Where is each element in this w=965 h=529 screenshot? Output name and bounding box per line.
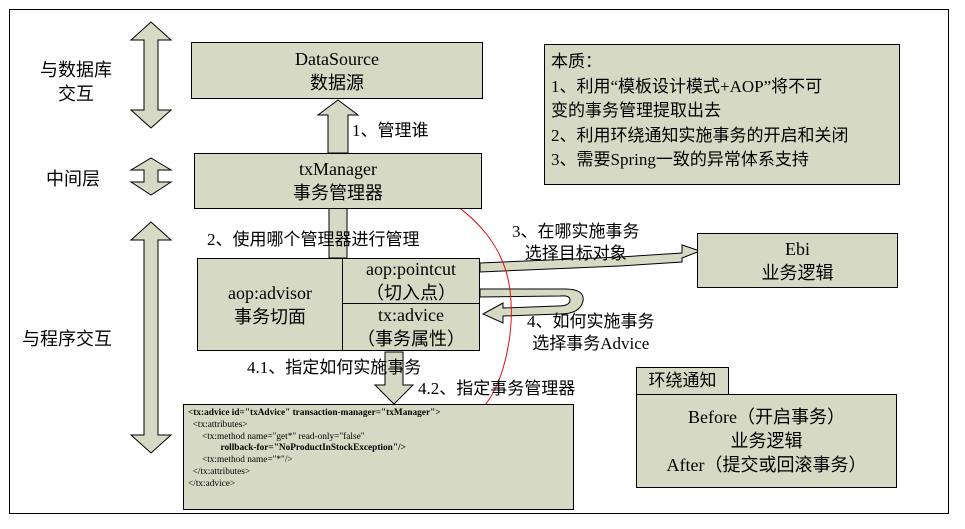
tx-advice-box: tx:advice （事务属性）	[342, 303, 480, 351]
program-label: 与程序交互	[22, 329, 112, 349]
aop-pointcut-subtitle: （切入点）	[366, 283, 456, 303]
around-advice-tab-label: 环绕通知	[648, 371, 717, 390]
specify-how-arrow	[373, 351, 415, 405]
code-line: <tx:advice id="txAdvice" transaction-man…	[188, 408, 441, 418]
aop-advisor-box: aop:advisor 事务切面	[197, 258, 343, 351]
specify-manager-label: 4.2、指定事务管理器	[418, 379, 576, 398]
txmanager-box: txManager 事务管理器	[194, 153, 482, 209]
essence-line: 2、利用环绕通知实施事务的开启和关闭	[551, 125, 849, 145]
how-tx-label: 4、如何实施事务 选择事务Advice	[527, 311, 655, 355]
aop-pointcut-box: aop:pointcut （切入点）	[342, 258, 480, 304]
how-tx-label-line1: 4、如何实施事务	[527, 312, 655, 331]
specify-how-label: 4.1、指定如何实施事务	[247, 358, 422, 377]
aop-advisor-title: aop:advisor	[228, 282, 312, 303]
which-manager-label: 2、使用哪个管理器进行管理	[207, 230, 420, 249]
around-advice-tab: 环绕通知	[636, 367, 729, 395]
program-double-arrow	[129, 221, 173, 454]
how-tx-label-line2: 选择事务Advice	[532, 334, 650, 353]
datasource-box: DataSource 数据源	[191, 42, 483, 99]
middle-layer-label: 中间层	[46, 169, 100, 189]
ebi-box: Ebi 业务逻辑	[697, 233, 898, 288]
txmanager-subtitle: 事务管理器	[293, 183, 383, 203]
ebi-title: Ebi	[785, 238, 810, 259]
essence-box: 本质： 1、利用“模板设计模式+AOP”将不可 变的事务管理提取出去 2、利用环…	[544, 44, 900, 185]
tx-advice-subtitle: （事务属性）	[357, 329, 465, 349]
tx-advice-title: tx:advice	[378, 305, 444, 325]
code-line: rollback-for="NoProductInStockException"…	[188, 443, 406, 454]
manage-who-label: 1、管理谁	[352, 121, 429, 140]
code-line: <tx:attributes>	[188, 419, 248, 430]
middle-double-arrow	[129, 157, 173, 196]
code-line: </tx:attributes>	[188, 466, 251, 477]
code-line: <tx:method name="get*" read-only="false"	[188, 431, 365, 442]
txmanager-title: txManager	[299, 159, 377, 179]
around-advice-box: Before（开启事务） 业务逻辑 After（提交或回滚事务）	[636, 394, 897, 488]
database-double-arrow	[129, 21, 173, 129]
datasource-title: DataSource	[295, 48, 379, 69]
where-tx-arrow	[479, 244, 702, 273]
around-logic-line: 业务逻辑	[730, 431, 803, 451]
code-line: <tx:method name="*"/>	[188, 455, 293, 466]
ebi-subtitle: 业务逻辑	[761, 262, 834, 283]
essence-line: 变的事务管理提取出去	[551, 101, 721, 120]
around-before-line: Before（开启事务）	[688, 407, 845, 427]
database-label: 与数据库 交互	[40, 58, 112, 106]
code-line: </tx:advice>	[188, 478, 236, 489]
database-label-line1: 与数据库	[40, 60, 112, 80]
where-tx-label-line2: 选择目标对象	[524, 244, 627, 263]
database-label-line2: 交互	[58, 84, 94, 104]
how-tx-arrow	[479, 288, 584, 324]
essence-line: 1、利用“模板设计模式+AOP”将不可	[551, 76, 823, 96]
around-after-line: After（提交或回滚事务）	[666, 455, 867, 475]
essence-line: 3、需要Spring一致的异常体系支持	[551, 150, 809, 169]
aop-advisor-subtitle: 事务切面	[234, 306, 306, 327]
tx-manager-ref-line	[424, 185, 512, 406]
where-tx-label: 3、在哪实施事务 选择目标对象	[512, 221, 640, 265]
essence-heading: 本质：	[551, 52, 602, 71]
datasource-subtitle: 数据源	[310, 72, 364, 93]
aop-pointcut-title: aop:pointcut	[366, 259, 456, 279]
tx-advice-code-box: <tx:advice id="txAdvice" transaction-man…	[183, 404, 574, 510]
where-tx-label-line1: 3、在哪实施事务	[512, 222, 640, 241]
